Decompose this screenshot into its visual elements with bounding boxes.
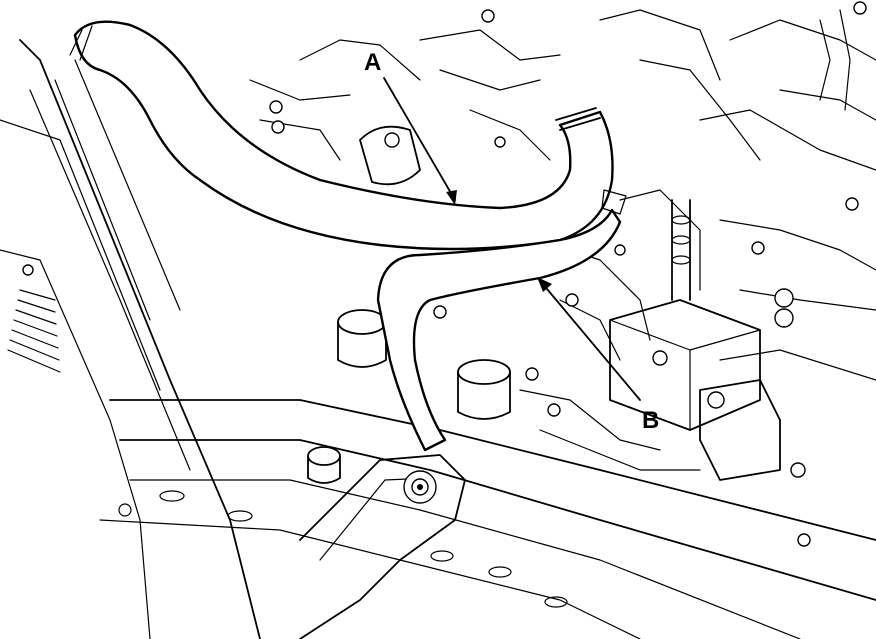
callout-a-leader [383,77,457,205]
callout-label-b: B [642,407,659,434]
upper-hose-a [69,20,627,251]
bolts [22,1,867,547]
callout-b-leader [537,277,641,401]
vent-slats [7,289,61,373]
lower-hose-b [376,208,622,452]
callout-label-a: A [364,49,381,76]
